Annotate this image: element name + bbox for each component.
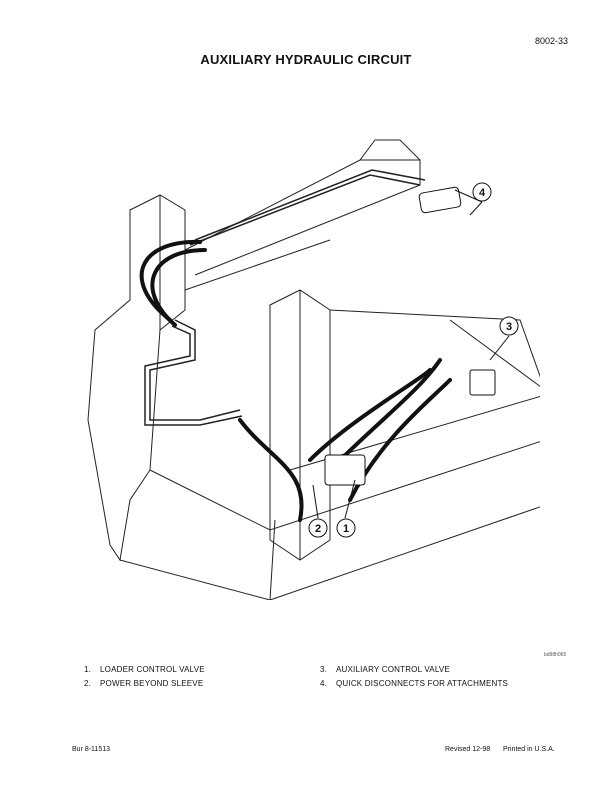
page-number: 8002-33 (534, 36, 568, 46)
callout-3 (499, 316, 519, 336)
figure-id: bd98h065 (544, 652, 567, 658)
loader-frame (87, 139, 540, 600)
callout-1-label: 1 (343, 523, 349, 535)
legend-item-1: 1.LOADER CONTROL VALVE (84, 665, 205, 674)
printed-in: Printed in U.S.A. (503, 746, 555, 753)
callout-2-label: 2 (315, 523, 321, 535)
page-title: AUXILIARY HYDRAULIC CIRCUIT (200, 52, 412, 67)
valve-assemblies (324, 186, 496, 486)
hydraulic-hoses (139, 239, 452, 522)
callout-2 (308, 518, 328, 538)
legend-item-3: 3.AUXILIARY CONTROL VALVE (320, 665, 450, 674)
hydraulic-circuit-diagram: 1 2 3 4 (87, 139, 540, 600)
callout-1 (336, 518, 356, 538)
revised-date: Revised 12-98 (445, 746, 491, 753)
callout-4 (472, 182, 492, 202)
legend-item-2: 2.POWER BEYOND SLEEVE (84, 679, 204, 688)
steel-tubes (144, 319, 243, 426)
callouts: 1 2 3 4 (308, 182, 519, 538)
callout-3-label: 3 (506, 321, 512, 333)
doc-number: Bur 8-11513 (72, 746, 111, 753)
legend-item-4: 4.QUICK DISCONNECTS FOR ATTACHMENTS (320, 679, 509, 688)
callout-4-label: 4 (479, 187, 486, 199)
